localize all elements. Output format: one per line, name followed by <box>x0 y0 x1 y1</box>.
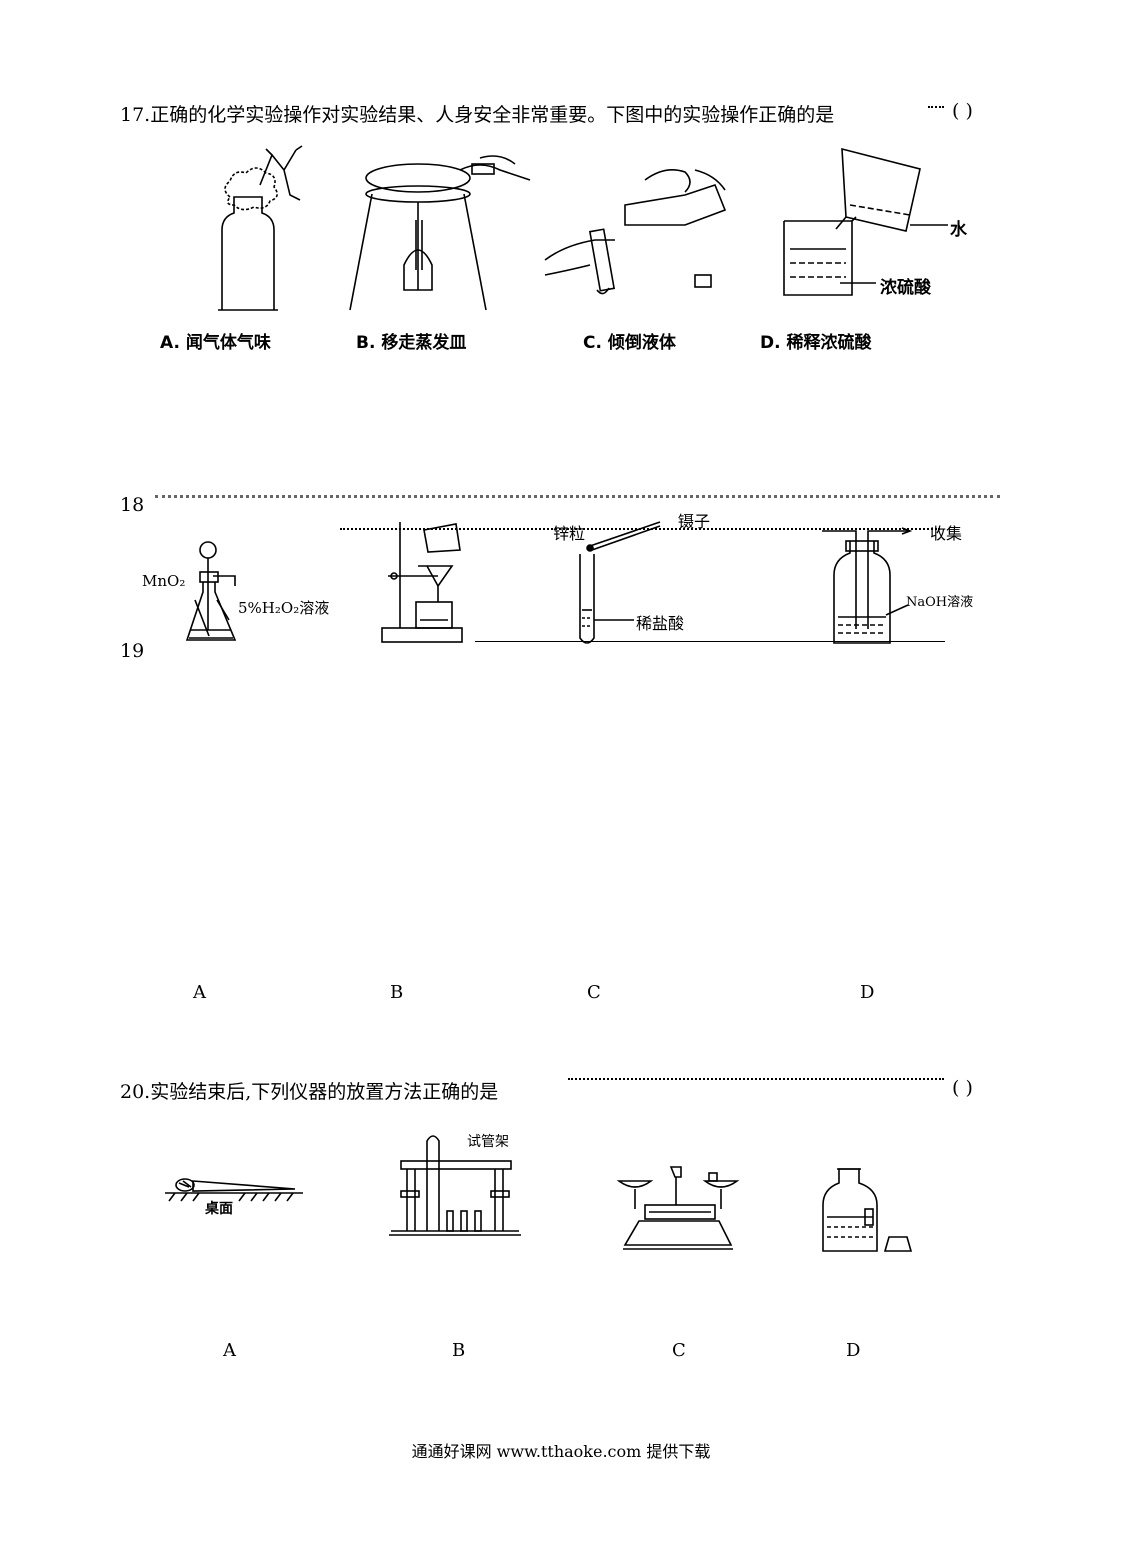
q20-option-b: B <box>452 1340 466 1361</box>
q18-label-naoh: NaOH溶液 <box>906 595 974 610</box>
q20-figure-a-dropper <box>165 1178 303 1202</box>
q20-label-rack: 试管架 <box>467 1134 509 1150</box>
q17-caption-d: D. 稀释浓硫酸 <box>760 333 872 353</box>
q19-option-b: B <box>390 982 404 1003</box>
page-footer: 通通好课网 www.tthaoke.com 提供下载 <box>411 1442 711 1461</box>
q17-caption-c: C. 倾倒液体 <box>583 333 676 353</box>
q20-option-c: C <box>672 1340 686 1361</box>
q18-label-mno2: MnO₂ <box>142 572 186 590</box>
q20-stem: 20.实验结束后,下列仪器的放置方法正确的是 <box>120 1081 499 1103</box>
q18-label-hcl: 稀盐酸 <box>636 614 685 633</box>
q17-caption-a: A. 闻气体气味 <box>160 333 271 353</box>
q17-figure-b-evaporating-dish <box>349 155 531 311</box>
q19-option-d: D <box>860 982 875 1003</box>
q18-figure-d-gas-bottle <box>822 527 913 644</box>
q20-answer-paren: ( ) <box>952 1077 973 1099</box>
q18-label-h2o2: 5%H₂O₂溶液 <box>238 599 330 617</box>
q19-option-c: C <box>587 982 601 1003</box>
q20-dotted-line <box>568 1078 944 1080</box>
q20-figure-d-reagent-bottle <box>822 1168 913 1252</box>
q18-figure-b-filtration <box>381 522 463 643</box>
q18-number: 18 <box>120 494 145 516</box>
q18-label-zinc: 锌粒 <box>553 524 586 543</box>
q18-figure-c-zinc-tube <box>579 521 661 644</box>
q18-label-tweezers: 镊子 <box>678 512 711 531</box>
q20-option-d: D <box>846 1340 861 1361</box>
q20-label-desk: 桌面 <box>205 1201 233 1217</box>
q17-label-water: 水 <box>950 220 967 240</box>
q17-figure-d-dilute-acid <box>783 147 948 296</box>
q19-number: 19 <box>120 640 145 662</box>
q18-figure-a-flask <box>185 541 237 641</box>
q17-stem: 17.正确的化学实验操作对实验结果、人身安全非常重要。下图中的实验操作正确的是 <box>120 104 835 126</box>
q17-figure-c-pour-liquid <box>544 169 727 295</box>
q20-figure-b-tube-rack <box>389 1135 521 1236</box>
q17-answer-paren: ( ) <box>952 100 973 122</box>
q18-obscured-stem <box>155 495 1000 504</box>
q17-figure-a-smell-gas <box>218 145 303 311</box>
q17-caption-b: B. 移走蒸发皿 <box>356 333 467 353</box>
q17-label-conc-acid: 浓硫酸 <box>880 278 931 298</box>
q20-option-a: A <box>223 1340 236 1361</box>
q18-baseline <box>475 641 945 642</box>
q17-dotted-line <box>928 106 944 108</box>
q20-figure-c-balance <box>616 1166 740 1250</box>
q18-label-collect: 收集 <box>930 524 963 543</box>
q19-option-a: A <box>193 982 206 1003</box>
